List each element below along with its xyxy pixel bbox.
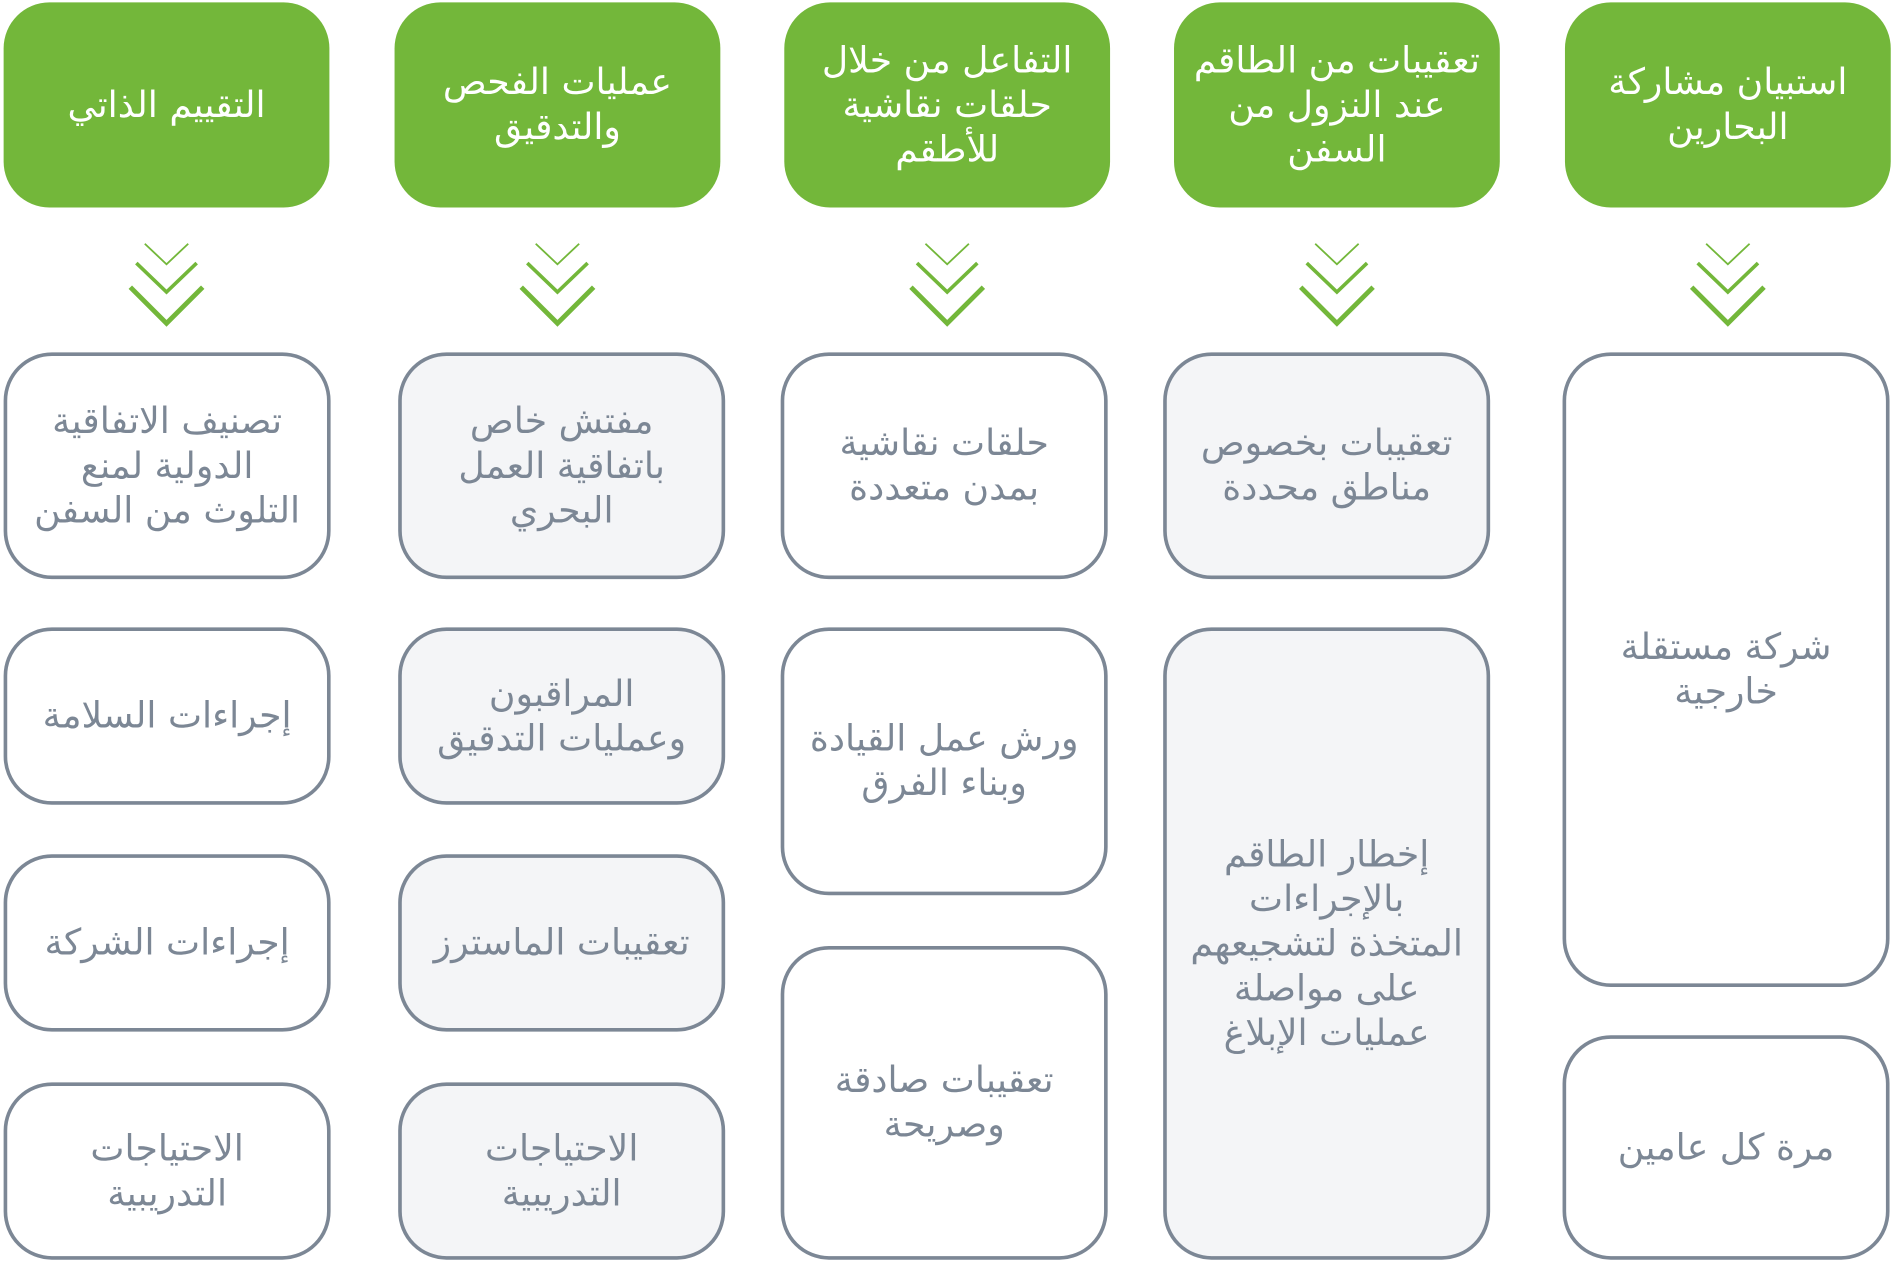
item-box: المراقبون وعمليات التدقيق [398,627,726,805]
item-box: تعقيبات بخصوص مناطق محددة [1163,352,1491,580]
item-box: تصنيف الاتفاقية الدولية لمنع التلوث من ا… [3,352,331,580]
chevron-down-icon [128,243,205,327]
column-header: التفاعل من خلال حلقات نقاشية للأطقم [784,2,1111,208]
item-box: الاحتياجات التدريبية [3,1082,331,1260]
item-box: حلقات نقاشية بمدن متعددة [780,352,1108,580]
item-box: الاحتياجات التدريبية [398,1082,726,1260]
item-box: مفتش خاص باتفاقية العمل البحري [398,352,726,580]
item-box: شركة مستقلة خارجية [1562,352,1890,987]
chevron-down-icon [1299,243,1375,327]
column-header: تعقيبات من الطاقم عند النزول من السفن [1174,2,1500,208]
item-box: إجراءات السلامة [3,627,331,805]
item-box: تعقيبات صادقة وصريحة [780,945,1108,1260]
item-box: مرة كل عامين [1562,1035,1890,1260]
column-header: التقييم الذاتي [3,2,330,208]
item-box: ورش عمل القيادة وبناء الفرق [780,627,1108,896]
column-header: استبيان مشاركة البحارين [1564,2,1891,208]
chevron-down-icon [519,243,596,327]
item-box: إخطار الطاقم بالإجراءات المتخذة لتشجيعهم… [1163,627,1491,1260]
chevron-down-icon [909,243,986,327]
item-box: إجراءات الشركة [3,854,331,1032]
item-box: تعقيبات الماسترز [398,854,726,1032]
chevron-down-icon [1689,243,1766,327]
column-header: عمليات الفحص والتدقيق [394,2,721,208]
